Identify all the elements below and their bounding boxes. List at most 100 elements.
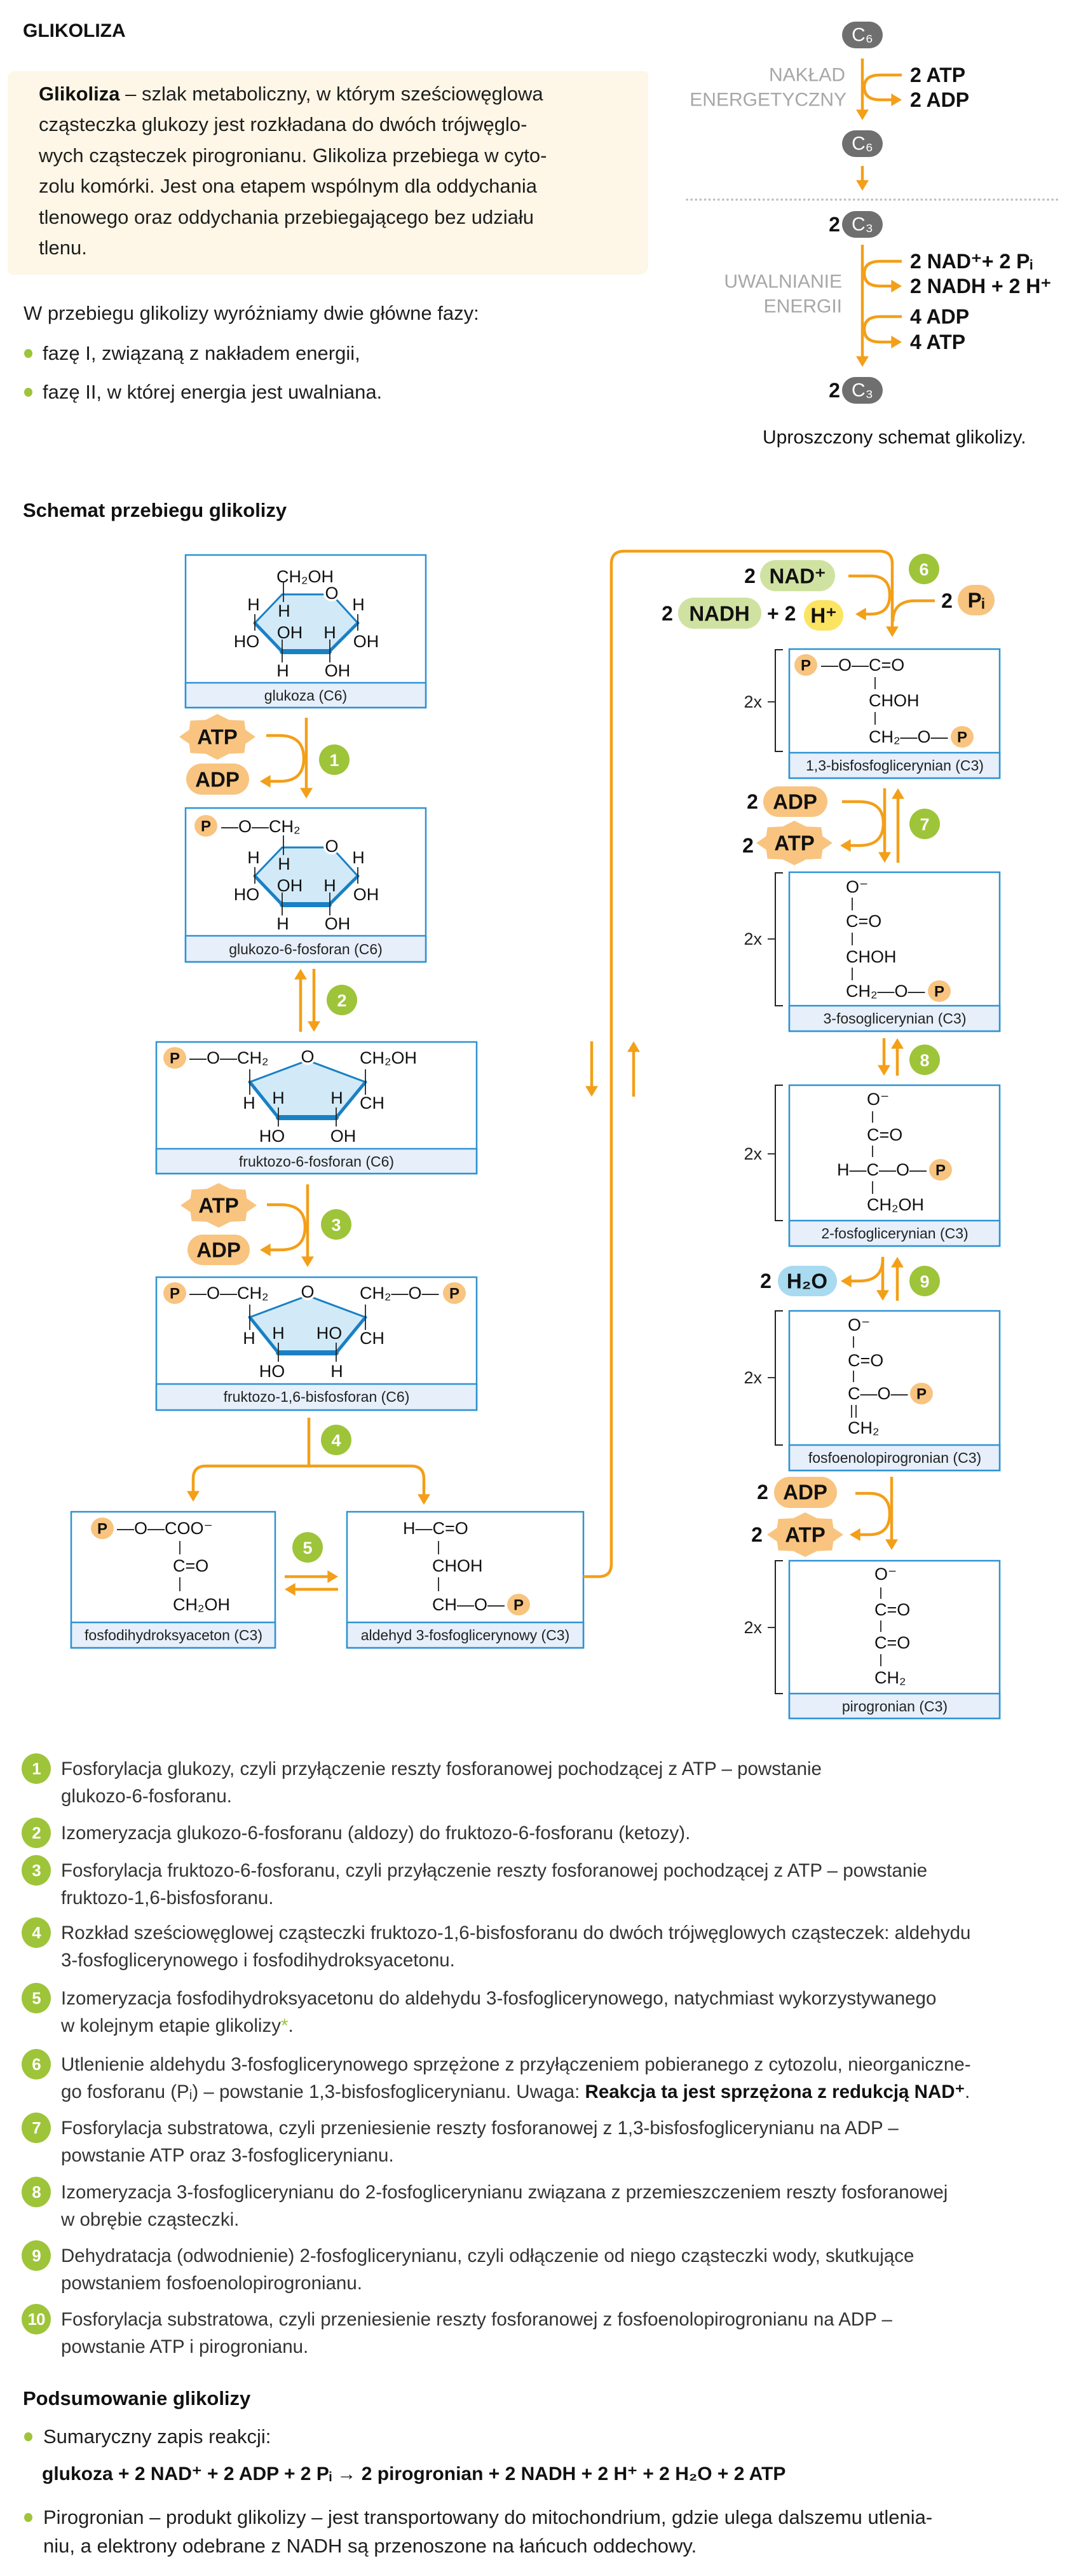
- compound-glyceraldehyde-3-phosphate: aldehyd 3-fosfoglicerynowy (C3) H—C=O CH…: [346, 1511, 585, 1649]
- curved-arrow-icon: [891, 599, 935, 622]
- atp-starburst-icon: [767, 1512, 843, 1557]
- atom-label: O⁻: [846, 877, 868, 896]
- phosphate-icon: [929, 1159, 952, 1181]
- equation-intro: Sumaryczny zapis reakcji:: [43, 2425, 271, 2448]
- atp-starburst-icon: [180, 1183, 257, 1228]
- step-number: 7: [920, 815, 929, 834]
- bracket: [775, 649, 783, 752]
- phosphate-label: P: [449, 1285, 459, 1303]
- atom-label: CH₂OH: [173, 1595, 230, 1614]
- coefficient: 2: [751, 1523, 763, 1546]
- atom-label: O⁻: [848, 1315, 870, 1334]
- atom-label: CH₂—O—: [846, 982, 925, 1001]
- atom-label: H: [323, 623, 336, 642]
- compound-pyruvate: 2x pirogronian (C3) O⁻ C=O C=O CH₂: [744, 1559, 1001, 1720]
- atom-label: —O—CH₂: [221, 817, 300, 836]
- reactant-adp: ADP: [783, 1481, 827, 1504]
- phosphate-label: P: [957, 729, 967, 746]
- bullet-icon: [24, 388, 32, 397]
- bullet-icon: [24, 349, 32, 358]
- compound-label-strip: [788, 1004, 1001, 1032]
- atom-label: H: [272, 1088, 285, 1107]
- compound-label-strip: [184, 682, 427, 709]
- coefficient: 2: [742, 834, 754, 857]
- atom-label: OH: [325, 914, 351, 933]
- phosphate-icon: [928, 980, 951, 1002]
- definition-line-text: – szlak metaboliczny, w którym sześciowę…: [119, 83, 543, 105]
- compound-label-strip: [346, 1621, 585, 1649]
- carbon-pill-label: C₆: [852, 134, 873, 154]
- atom-label: H—C=O: [403, 1519, 468, 1538]
- phases-intro: W przebiegu glikolizy wyróżniamy dwie gł…: [24, 302, 479, 324]
- definition-line: cząsteczka glukozy jest rozkładana do dw…: [39, 113, 527, 136]
- step-badge: [909, 1045, 940, 1075]
- atom-label: H: [278, 854, 290, 874]
- definition-line: Glikoliza – szlak metaboliczny, w którym…: [39, 79, 547, 109]
- compound-label-strip: [184, 935, 427, 963]
- scheme-caption: Uproszczony schemat glikolizy.: [763, 427, 1026, 448]
- carbon-pill-c6: [842, 130, 883, 157]
- product-proton: H⁺: [810, 604, 836, 627]
- step-text: fruktozo-1,6-bisfosforanu.: [61, 1887, 274, 1908]
- multiplier: 2x: [744, 692, 762, 711]
- atom-label: H—C—O—: [837, 1160, 927, 1179]
- step-badge: [319, 744, 350, 775]
- nadh-pill: [678, 598, 761, 629]
- compound-label-strip: [155, 1148, 478, 1175]
- step-text: w kolejnym etapie glikolizy: [61, 2015, 281, 2036]
- atom-label: CH: [360, 1329, 384, 1348]
- coefficient: 2: [747, 790, 758, 813]
- compound-name: glukozo-6-fosforan (C6): [229, 941, 383, 957]
- step-emphasis: Reakcja ta jest sprzężona z redukcją NAD…: [585, 2081, 965, 2102]
- bracket: [775, 872, 783, 1006]
- energy-output: 2 NADH + 2 H⁺: [910, 275, 1051, 298]
- phase-label: NAKŁAD: [769, 65, 845, 86]
- step-number: 5: [303, 1538, 312, 1558]
- atom-label: CH: [360, 1093, 384, 1113]
- atom-label: H: [276, 661, 289, 680]
- compound-name: fosfodihydroksyaceton (C3): [85, 1627, 262, 1643]
- atom-label: H: [272, 1324, 285, 1343]
- carbon-pill-label: C₆: [852, 25, 873, 46]
- curved-arrow-icon: [862, 73, 902, 106]
- step-text: w obrębie cząsteczki.: [61, 2209, 240, 2230]
- step-2: 2: [294, 969, 357, 1032]
- phosphate-label: P: [170, 1050, 180, 1067]
- step-text: Utlenienie aldehydu 3-fosfoglicerynowego…: [61, 2054, 971, 2075]
- atom-label: OH: [353, 885, 379, 904]
- punctuation: .: [965, 2081, 970, 2102]
- pathway-connector: [583, 549, 899, 1579]
- definition-text: Glikoliza – szlak metaboliczny, w którym…: [39, 79, 547, 263]
- phosphate-icon: [194, 815, 217, 837]
- step-6: 2 NAD⁺ 2 NADH + 2 H⁺ 2 Pᵢ 6: [662, 554, 995, 631]
- atom-label: CH₂—O—: [869, 727, 948, 746]
- step-text: glukozo-6-fosforanu.: [61, 1786, 232, 1807]
- compound-fructose-1-6-bisphosphate: fruktozo-1,6-bisfosforan (C6) P —O—CH₂ O…: [155, 1276, 478, 1411]
- compound-glucose: glukoza (C6) CH₂OH O H H HO OH H H OH H …: [184, 554, 427, 709]
- atom-label: H: [323, 876, 336, 895]
- step-10: 2 ADP 2 ATP: [751, 1477, 898, 1557]
- compound-label-strip: [788, 1444, 1001, 1472]
- atom-label: H: [247, 595, 260, 614]
- phosphate-icon: [163, 1047, 186, 1069]
- atom-label: H: [243, 1329, 255, 1348]
- step-5: 5: [285, 1532, 338, 1596]
- step-text: Rozkład sześciowęglowej cząsteczki frukt…: [61, 1922, 971, 1943]
- carbon-pill-label: C₃: [852, 380, 873, 401]
- carbon-pill-c3: [842, 377, 883, 404]
- atom-label: H: [247, 848, 260, 867]
- compound-phosphoenolpyruvate: 2x fosfoenolopirogronian (C3) O⁻ C=O C—O…: [744, 1310, 1001, 1472]
- energy-output: 4 ATP: [910, 331, 965, 353]
- compound-label-strip: [788, 1219, 1001, 1247]
- step-1: ATP ADP 1: [179, 714, 350, 798]
- step-text: Izomeryzacja glukozo-6-fosforanu (aldozy…: [61, 1823, 691, 1844]
- atom-background: [299, 1048, 316, 1065]
- page-title: GLIKOLIZA: [23, 20, 126, 41]
- simplified-scheme: C₆ NAKŁAD ENERGETYCZNY 2 ATP 2 ADP C₆ 2 …: [686, 22, 1061, 448]
- product-atp: ATP: [774, 832, 815, 855]
- multiplier: 2x: [744, 1144, 762, 1163]
- atom-label: C=O: [874, 1633, 910, 1652]
- atom-label: C=O: [173, 1556, 208, 1575]
- compound-card: [788, 871, 1001, 1032]
